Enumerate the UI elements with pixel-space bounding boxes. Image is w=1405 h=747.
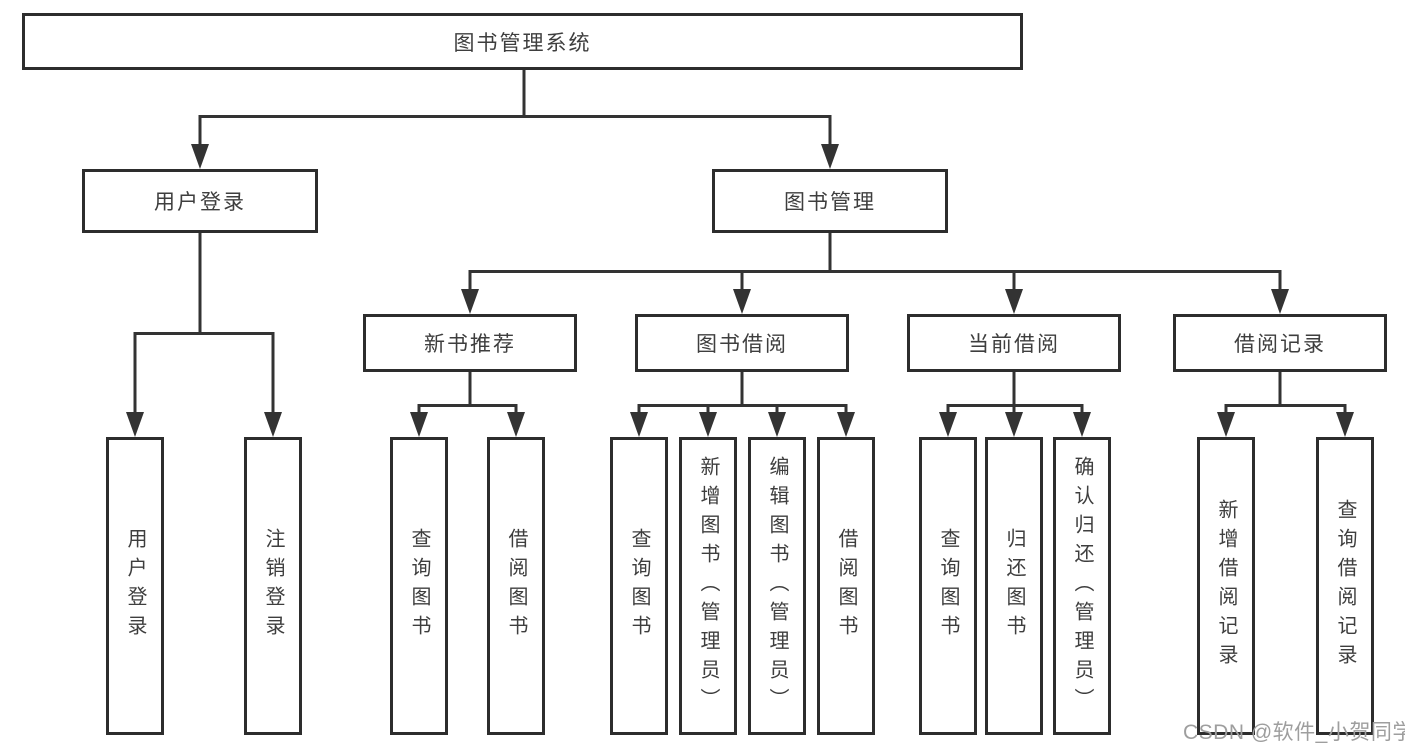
node-label: 查询借阅记录 [1334, 499, 1356, 673]
leaf-confirm-return-admin: 确认归还（管理员） [1053, 437, 1111, 735]
leaf-query-books-recommend: 查询图书 [390, 437, 448, 735]
leaf-user-login: 用户登录 [106, 437, 164, 735]
leaf-query-borrow-record: 查询借阅记录 [1316, 437, 1374, 735]
node-label: 借阅图书 [505, 528, 527, 644]
node-label: 归还图书 [1003, 528, 1025, 644]
node-label: 当前借阅 [968, 333, 1060, 356]
node-user-login: 用户登录 [82, 169, 318, 233]
leaf-add-borrow-record: 新增借阅记录 [1197, 437, 1255, 735]
csdn-watermark: CSDN @软件_小贺同学 [1183, 721, 1405, 744]
node-label: 查询图书 [628, 528, 650, 644]
leaf-borrow-books-recommend: 借阅图书 [487, 437, 545, 735]
node-label: 用户登录 [154, 191, 246, 214]
node-label: 图书借阅 [696, 333, 788, 356]
node-label: 注销登录 [262, 528, 284, 644]
leaf-edit-books-admin: 编辑图书（管理员） [748, 437, 806, 735]
leaf-query-books-borrow: 查询图书 [610, 437, 668, 735]
node-label: 确认归还（管理员） [1071, 455, 1093, 717]
node-label: 新增图书（管理员） [697, 455, 719, 717]
node-label: 新书推荐 [424, 333, 516, 356]
node-label: 新增借阅记录 [1215, 499, 1237, 673]
leaf-borrow-books: 借阅图书 [817, 437, 875, 735]
node-current-borrow: 当前借阅 [907, 314, 1121, 372]
node-label: 查询图书 [937, 528, 959, 644]
leaf-return-books: 归还图书 [985, 437, 1043, 735]
node-book-borrow: 图书借阅 [635, 314, 849, 372]
node-root-library-system: 图书管理系统 [22, 13, 1023, 70]
leaf-query-books-current: 查询图书 [919, 437, 977, 735]
node-label: 借阅图书 [835, 528, 857, 644]
node-borrow-records: 借阅记录 [1173, 314, 1387, 372]
node-label: 图书管理 [784, 191, 876, 214]
leaf-add-books-admin: 新增图书（管理员） [679, 437, 737, 735]
node-label: 查询图书 [408, 528, 430, 644]
node-label: 用户登录 [124, 528, 146, 644]
node-book-management: 图书管理 [712, 169, 948, 233]
node-label: 编辑图书（管理员） [766, 455, 788, 717]
node-label: 借阅记录 [1234, 333, 1326, 356]
node-label: 图书管理系统 [453, 31, 592, 55]
node-new-book-recommend: 新书推荐 [363, 314, 577, 372]
leaf-logout: 注销登录 [244, 437, 302, 735]
